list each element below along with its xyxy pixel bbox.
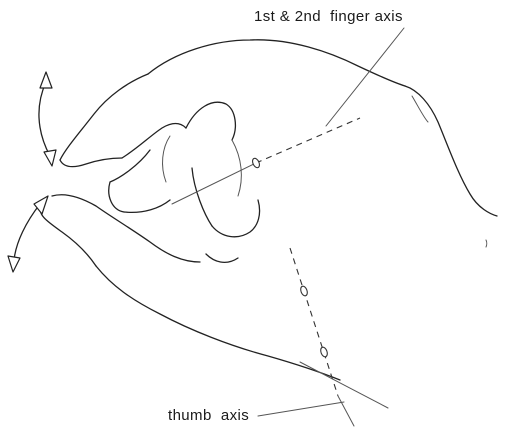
thumb-axis-pivot-lower xyxy=(319,346,328,357)
wrist-mark xyxy=(486,240,487,247)
wrist-contour xyxy=(405,86,497,216)
thumb-arrow-head-up xyxy=(34,196,48,214)
finger-arrow-head-down xyxy=(44,150,56,166)
thumb-axis-solid-tail xyxy=(338,396,354,426)
finger-crease-a xyxy=(163,136,170,182)
thumb-arrow-shaft xyxy=(14,204,40,260)
palm-bottom-contour xyxy=(96,266,340,380)
finger-crease-b xyxy=(232,140,241,196)
thumb-arrow-head-down xyxy=(8,256,20,272)
thumb-axis-pivot-upper xyxy=(299,285,308,296)
knuckle-crease xyxy=(412,96,428,122)
ring-finger-tip xyxy=(212,200,260,237)
curled-finger-mid xyxy=(192,168,212,226)
thumb-motion-arrow xyxy=(8,196,48,272)
finger-motion-arrow xyxy=(39,72,56,166)
finger-axis-leader xyxy=(326,28,404,126)
middle-finger-knuckle xyxy=(186,102,235,140)
finger-axis xyxy=(172,28,404,204)
hand-outline xyxy=(40,40,497,380)
finger-axis-pivot xyxy=(251,157,261,169)
thumb-top xyxy=(40,206,96,266)
thumb-axis-cross-line xyxy=(300,362,388,408)
index-finger-underside xyxy=(122,124,186,159)
thumb-axis-dashed-line xyxy=(290,248,338,396)
finger-arrow-head-up xyxy=(40,72,52,88)
index-finger-top xyxy=(60,74,148,160)
thumb-inner xyxy=(52,195,200,262)
thumb-axis xyxy=(258,248,388,426)
finger-axis-label: 1st & 2nd finger axis xyxy=(254,8,403,25)
little-finger-tip xyxy=(206,254,238,262)
finger-arrow-shaft xyxy=(39,82,50,156)
finger-axis-dashed-line xyxy=(256,118,360,163)
thumb-axis-leader xyxy=(258,402,344,416)
index-fingertip xyxy=(60,158,122,167)
curled-finger-bottom xyxy=(124,200,170,212)
hand-back-contour xyxy=(148,40,405,86)
curled-finger-left xyxy=(109,150,150,212)
thumb-axis-label: thumb axis xyxy=(168,407,249,424)
finger-axis-solid-line xyxy=(172,163,256,204)
